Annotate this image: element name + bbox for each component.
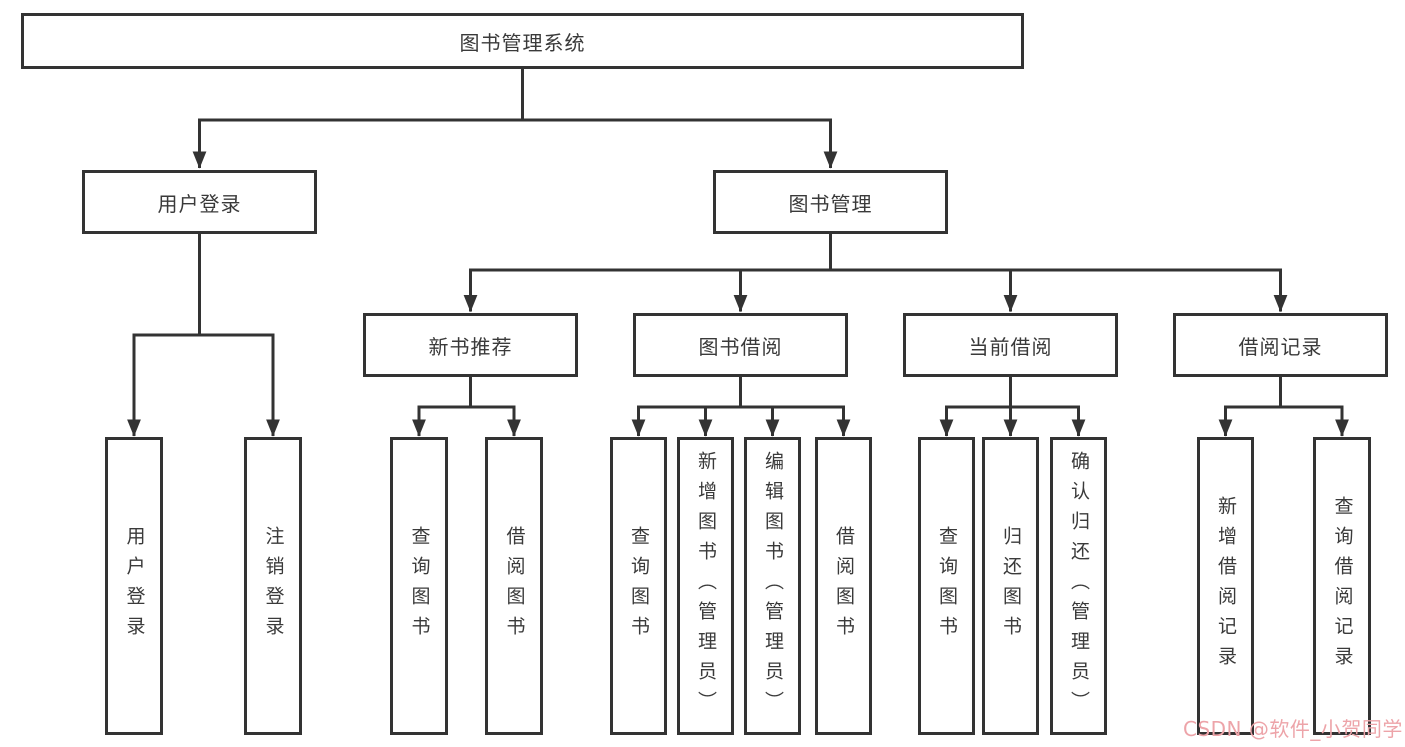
leaf-confirm-return-admin: 确认归还（管理员）: [1050, 437, 1107, 735]
leaf-label: 查询图书: [628, 526, 650, 646]
leaf-label: 新增图书（管理员）: [695, 451, 717, 721]
node-book-borrow: 图书借阅: [633, 313, 848, 377]
leaf-borrow-books: 借阅图书: [815, 437, 872, 735]
leaf-label: 用户登录: [123, 526, 146, 646]
leaf-query-books: 查询图书: [610, 437, 667, 735]
node-book-management: 图书管理: [713, 170, 948, 234]
node-user-login: 用户登录: [82, 170, 317, 234]
leaf-label: 归还图书: [1000, 526, 1022, 646]
csdn-watermark: CSDN @软件_小贺同学: [1183, 717, 1403, 741]
leaf-logout: 注销登录: [244, 437, 302, 735]
leaf-return-books: 归还图书: [982, 437, 1039, 735]
leaf-add-books-admin: 新增图书（管理员）: [677, 437, 734, 735]
leaf-add-borrow-record: 新增借阅记录: [1197, 437, 1254, 735]
leaf-user-login: 用户登录: [105, 437, 163, 735]
leaf-edit-books-admin: 编辑图书（管理员）: [744, 437, 801, 735]
leaf-label: 新增借阅记录: [1215, 496, 1237, 676]
leaf-query-books: 查询图书: [918, 437, 975, 735]
leaf-label: 借阅图书: [833, 526, 855, 646]
node-borrow-records: 借阅记录: [1173, 313, 1388, 377]
leaf-query-books: 查询图书: [390, 437, 448, 735]
node-new-book-recommend: 新书推荐: [363, 313, 578, 377]
leaf-label: 借阅图书: [503, 526, 526, 646]
leaf-label: 查询借阅记录: [1331, 496, 1354, 676]
leaf-label: 编辑图书（管理员）: [762, 451, 784, 721]
node-current-borrow: 当前借阅: [903, 313, 1118, 377]
leaf-label: 确认归还（管理员）: [1068, 451, 1090, 721]
leaf-label: 注销登录: [262, 526, 285, 646]
node-library-management-system: 图书管理系统: [21, 13, 1024, 69]
leaf-label: 查询图书: [936, 526, 958, 646]
leaf-label: 查询图书: [408, 526, 431, 646]
leaf-borrow-books: 借阅图书: [485, 437, 543, 735]
leaf-query-borrow-record: 查询借阅记录: [1313, 437, 1371, 735]
